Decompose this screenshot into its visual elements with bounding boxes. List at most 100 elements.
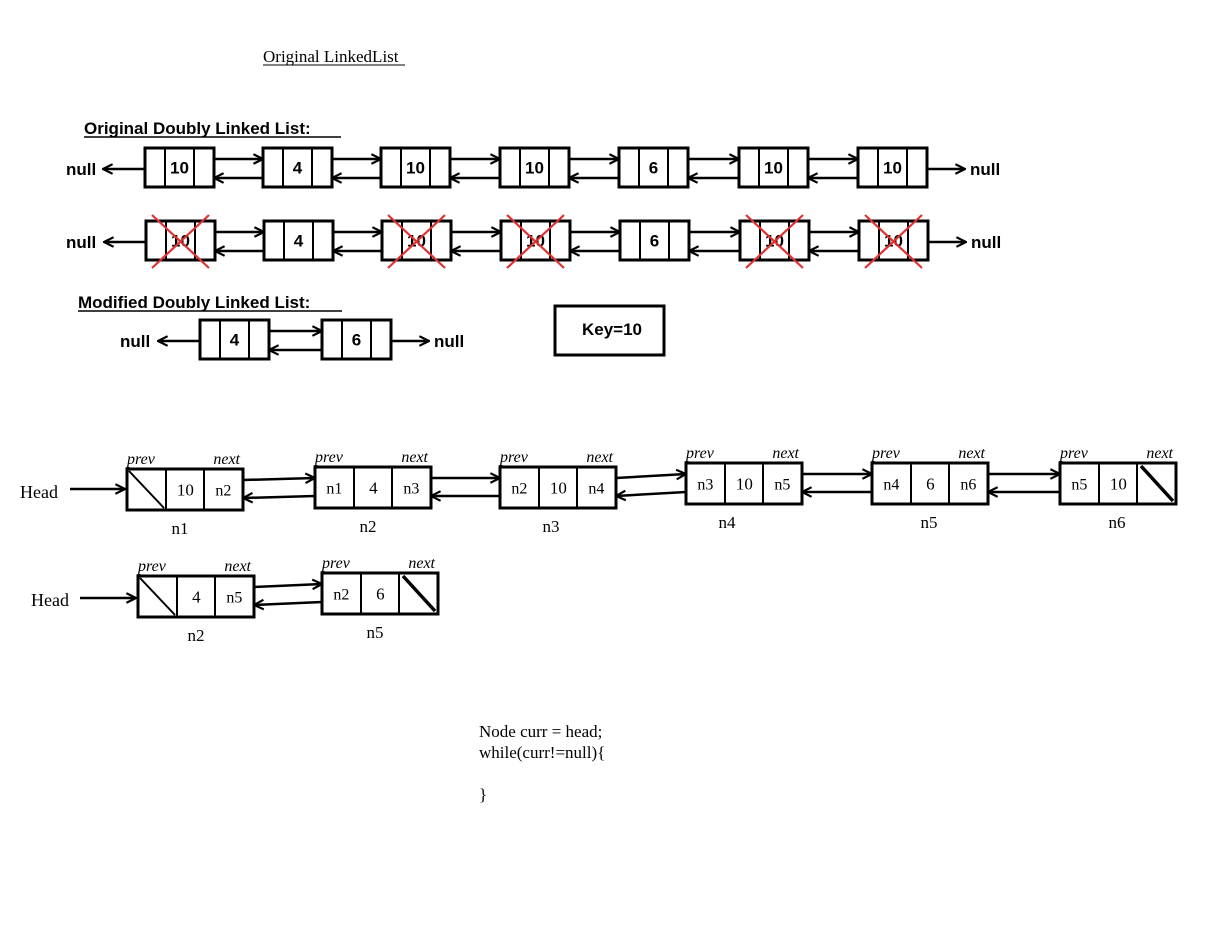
- list-node: 10: [143, 146, 216, 189]
- next-label: next: [401, 449, 428, 466]
- node-name: n2: [360, 517, 377, 536]
- null-label-right: null: [434, 332, 464, 351]
- list-node: 10: [738, 214, 811, 269]
- node-value: 4: [230, 331, 240, 350]
- original-heading: Original Doubly Linked List:: [84, 119, 311, 138]
- next-label: next: [1146, 445, 1173, 462]
- null-label-left: null: [120, 332, 150, 351]
- key-box: [553, 304, 666, 357]
- prev-field: n5: [1071, 477, 1087, 494]
- value-field: 6: [926, 475, 935, 494]
- node-name: n5: [921, 513, 938, 532]
- modified-list-row: null 4 6 null: [120, 318, 464, 361]
- node-value: 4: [293, 159, 303, 178]
- next-field: n2: [215, 483, 231, 500]
- code-line: Node curr = head;: [479, 722, 602, 741]
- next-pointer-arrow: [253, 584, 322, 587]
- next-field: n5: [774, 477, 790, 494]
- value-field: 4: [369, 479, 378, 498]
- removed-cross-mark: [151, 214, 210, 269]
- removed-cross-mark: [745, 214, 804, 269]
- node-value: 4: [294, 232, 304, 251]
- code-snippet: Node curr = head; while(curr!=null){ }: [479, 722, 605, 804]
- list-node: 10: [379, 146, 452, 189]
- prev-field: n4: [883, 477, 899, 494]
- prev-pointer-arrow: [616, 492, 687, 496]
- prev-label: prev: [126, 451, 156, 468]
- original-list-row: null 10 4 10 10 6 10 10 null: [66, 146, 1000, 189]
- list-node: 10: [499, 214, 572, 269]
- code-line: while(curr!=null){: [479, 743, 605, 762]
- null-label-right: null: [971, 233, 1001, 252]
- next-label: next: [958, 445, 985, 462]
- null-label-right: null: [970, 160, 1000, 179]
- node-value: 10: [525, 159, 544, 178]
- removed-cross-mark: [506, 214, 565, 269]
- node-value: 10: [883, 159, 902, 178]
- key-label: Key=10: [582, 320, 642, 339]
- null-label-left: null: [66, 160, 96, 179]
- node-name: n2: [188, 626, 205, 645]
- list-node: 6: [618, 219, 691, 262]
- next-pointer-arrow: [242, 478, 315, 480]
- modified-heading: Modified Doubly Linked List:: [78, 293, 310, 312]
- prev-label: prev: [1059, 445, 1089, 462]
- node-value: 6: [649, 159, 658, 178]
- removed-cross-mark: [387, 214, 446, 269]
- null-prev-slash: [139, 577, 176, 616]
- prev-label: prev: [321, 555, 351, 572]
- node-name: n6: [1109, 513, 1126, 532]
- prev-label: prev: [314, 449, 344, 466]
- value-field: 10: [736, 475, 753, 494]
- prev-pointer-arrow: [254, 602, 323, 605]
- detailed-node: n1 4 n3 prev next n2: [313, 449, 433, 536]
- prev-field: n2: [511, 481, 527, 498]
- value-field: 6: [376, 585, 385, 604]
- node-name: n5: [367, 623, 384, 642]
- value-field: 10: [177, 481, 194, 500]
- list-node: 10: [737, 146, 810, 189]
- prev-field: n2: [333, 587, 349, 604]
- node-name: n3: [543, 517, 560, 536]
- detailed-node: 10 n2 prev next n1: [125, 451, 245, 538]
- next-field: n4: [588, 481, 604, 498]
- value-field: 10: [550, 479, 567, 498]
- next-label: next: [213, 451, 240, 468]
- null-label-left: null: [66, 233, 96, 252]
- marked-list-row: null 10 4 10 10 6 10 10 null: [66, 214, 1001, 269]
- value-field: 4: [192, 588, 201, 607]
- list-node: 10: [857, 214, 930, 269]
- node-value: 10: [764, 159, 783, 178]
- code-line: }: [479, 785, 487, 804]
- next-pointer-arrow: [615, 474, 686, 478]
- prev-field: n1: [326, 481, 342, 498]
- list-node: 10: [144, 214, 217, 269]
- page-title: Original LinkedList: [263, 47, 399, 66]
- next-field: n3: [403, 481, 419, 498]
- list-node: 6: [320, 318, 393, 361]
- list-node: 10: [380, 214, 453, 269]
- prev-label: prev: [137, 558, 167, 575]
- list-node: 4: [261, 146, 334, 189]
- null-next-slash: [1139, 464, 1175, 503]
- node-name: n4: [719, 513, 737, 532]
- null-next-slash: [401, 574, 437, 613]
- removed-cross-mark: [864, 214, 923, 269]
- prev-label: prev: [871, 445, 901, 462]
- next-label: next: [586, 449, 613, 466]
- node-value: 10: [170, 159, 189, 178]
- next-field: n5: [226, 590, 242, 607]
- head-label: Head: [31, 590, 69, 610]
- head-label: Head: [20, 482, 58, 502]
- prev-label: prev: [685, 445, 715, 462]
- node-name: n1: [172, 519, 189, 538]
- list-node: 10: [498, 146, 571, 189]
- detailed-original-list: Head 10 n2 prev next n1 n1 4 n3 prev next n2 n2 10 n4…: [20, 445, 1178, 538]
